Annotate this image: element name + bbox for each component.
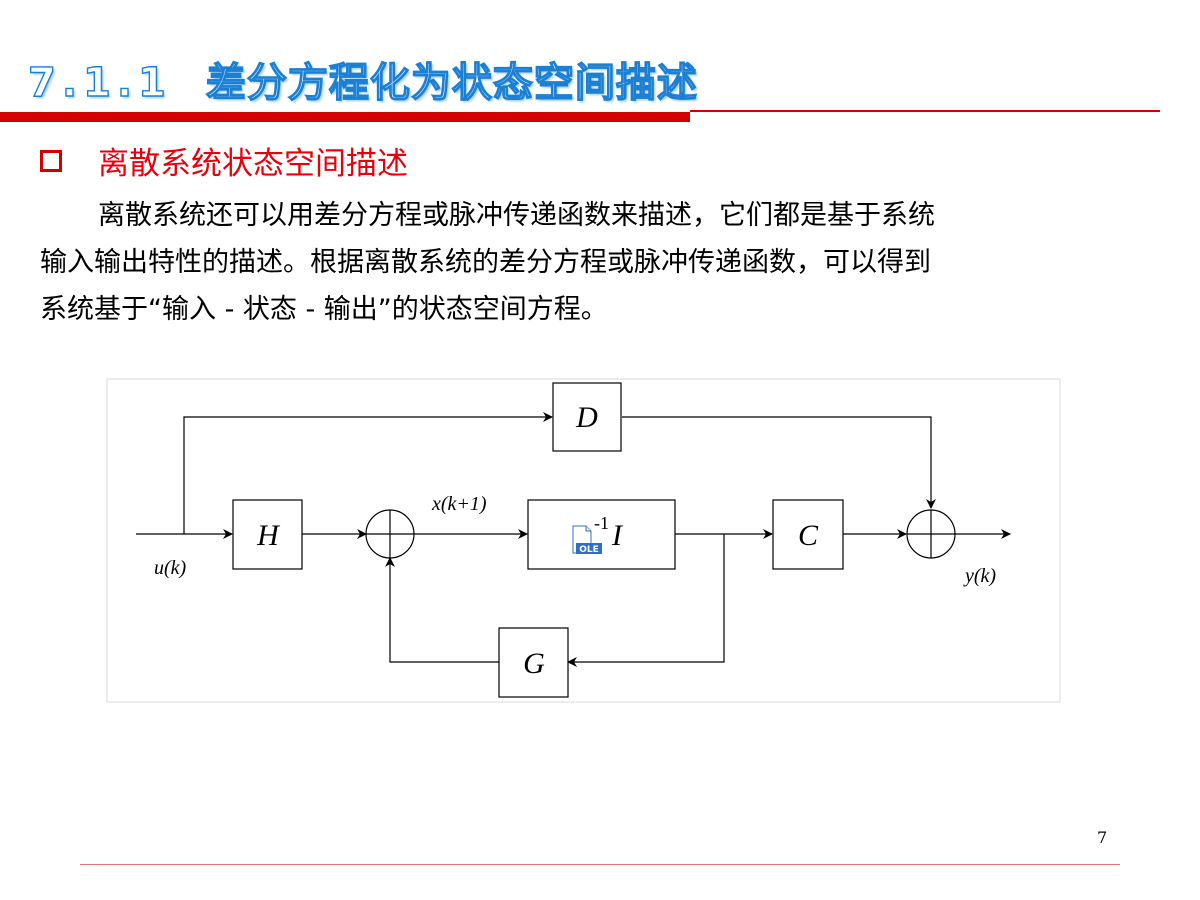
summing-junction-1	[365, 509, 415, 559]
block-c-label: C	[798, 519, 819, 552]
g-summer-line	[385, 557, 499, 663]
feedback-line	[567, 534, 725, 667]
square-bullet-icon	[40, 149, 62, 172]
signal-input-label: u(k)	[154, 557, 187, 579]
d-output-line	[622, 416, 936, 509]
paragraph-line: 输入输出特性的描述。根据离散系统的差分方程或脉冲传递函数，可以得到	[40, 247, 931, 278]
ole-icon-text: OLE	[579, 545, 599, 555]
section-number: 7.1.1	[27, 59, 172, 106]
body-paragraph: 离散系统还可以用差分方程或脉冲传递函数来描述，它们都是基于系统 输入输出特性的描…	[40, 192, 1160, 333]
title-underline-thick	[0, 112, 690, 122]
ole-object-icon: OLE	[572, 525, 602, 555]
block-d	[552, 382, 622, 452]
slide-title: 7.1.1 差分方程化为状态空间描述	[27, 50, 698, 108]
block-h-label: H	[256, 519, 281, 552]
section-heading-text: 离散系统状态空间描述	[98, 146, 408, 182]
block-c	[772, 499, 844, 570]
footer-line	[80, 864, 1120, 865]
summing-junction-2	[906, 509, 956, 559]
delay-i-label: I	[611, 519, 624, 552]
title-underline-thin	[690, 110, 1160, 112]
paragraph-line: 离散系统还可以用差分方程或脉冲传递函数来描述，它们都是基于系统	[98, 200, 935, 231]
delay-superscript: -1	[594, 513, 609, 533]
signal-output-label: y(k)	[963, 565, 996, 587]
block-g-label: G	[523, 647, 545, 680]
feedforward-line	[183, 412, 553, 534]
paragraph-line: 系统基于“输入 - 状态 - 输出”的状态空间方程。	[40, 294, 608, 325]
section-heading: 离散系统状态空间描述	[40, 138, 408, 183]
title-text: 差分方程化为状态空间描述	[205, 59, 698, 106]
block-d-label: D	[575, 401, 598, 434]
signal-state-label: x(k+1)	[431, 493, 487, 515]
page-number: 7	[1097, 828, 1108, 847]
block-g	[498, 627, 569, 698]
block-delay	[527, 499, 676, 570]
block-diagram: D H C G z I u(k) x(k+1) y(k) -1 OLE	[106, 378, 1061, 703]
block-h	[232, 499, 303, 570]
